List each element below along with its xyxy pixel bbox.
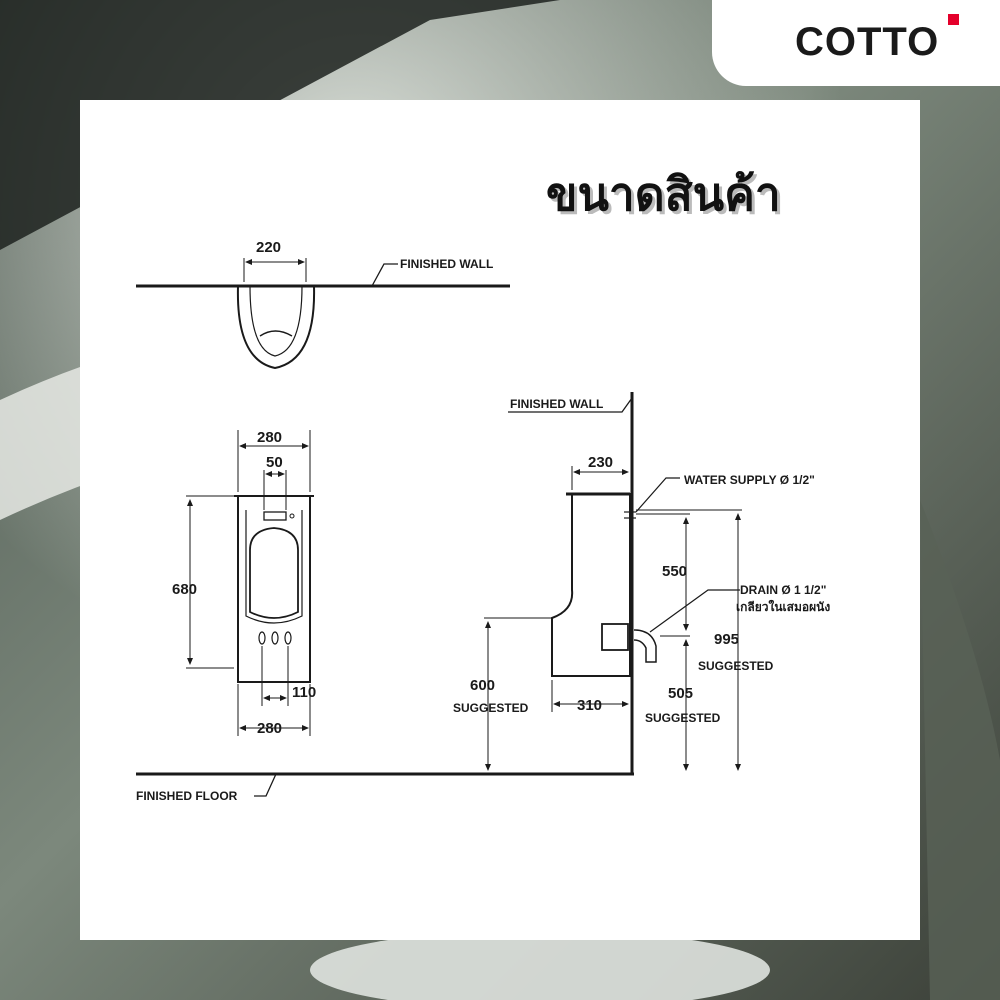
front-view-hole-left — [258, 631, 266, 645]
side-view-mount-height: 600 — [470, 677, 495, 694]
side-view-wall-label: FINISHED WALL — [510, 397, 603, 411]
top-view-width-label: 220 — [256, 239, 281, 256]
front-view: 280 50 680 110 280 — [172, 429, 316, 737]
front-view-bowl — [249, 527, 299, 619]
brand-logo-dot — [948, 14, 959, 25]
side-view-supply-suggested: SUGGESTED — [698, 659, 774, 673]
front-view-hole-center — [271, 631, 279, 645]
side-view-drain-pipe — [633, 629, 657, 663]
front-view-body — [237, 496, 311, 683]
front-view-height: 680 — [172, 581, 197, 598]
front-view-bottom-width: 280 — [257, 720, 282, 737]
side-view-drain-height: 550 — [662, 563, 687, 580]
side-view-drain-label: DRAIN Ø 1 1/2" — [740, 583, 826, 597]
side-view-body — [551, 493, 631, 677]
floor: FINISHED FLOOR — [136, 772, 634, 803]
page-title: ขนาดสินค้า — [546, 167, 781, 221]
brand-logo: COTTO — [795, 20, 940, 64]
top-view-wall-label: FINISHED WALL — [400, 257, 493, 271]
front-view-base-offset: 110 — [292, 684, 316, 701]
side-view: FINISHED WALL 230 WATER SUPPLY Ø 1/2" 55… — [453, 392, 830, 774]
front-view-top-width: 280 — [257, 429, 282, 446]
top-view-spreader — [259, 330, 293, 337]
top-view-bowl-inner — [249, 285, 303, 357]
top-view: 220 FINISHED WALL — [136, 239, 510, 370]
side-view-drain-note: เกลียวในเสมอผนัง — [736, 599, 830, 614]
top-view-bowl — [236, 285, 316, 370]
front-view-hole-right — [284, 631, 292, 645]
side-view-drain-floor-height: 505 — [668, 685, 693, 702]
side-view-supply-height: 995 — [714, 631, 739, 648]
side-view-water-supply: WATER SUPPLY Ø 1/2" — [684, 473, 815, 487]
side-view-mount-suggested: SUGGESTED — [453, 701, 529, 715]
side-view-depth-top: 230 — [588, 454, 613, 471]
front-view-inlet-width: 50 — [266, 454, 283, 471]
front-view-inlet — [263, 511, 287, 521]
dimension-card — [80, 100, 920, 940]
side-view-drain-box — [601, 623, 629, 651]
side-view-drain-floor-suggested: SUGGESTED — [645, 711, 721, 725]
side-view-depth-bottom: 310 — [577, 697, 602, 714]
floor-label: FINISHED FLOOR — [136, 789, 238, 803]
